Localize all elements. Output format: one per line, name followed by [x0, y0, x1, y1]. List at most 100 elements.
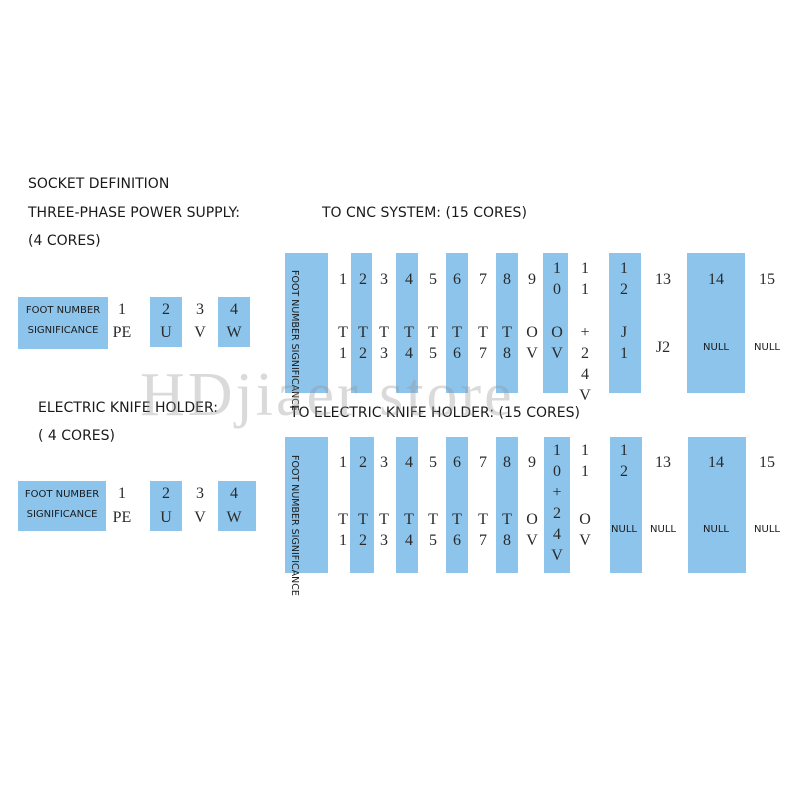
- pin-highlight: [543, 253, 568, 393]
- pin-signal: T 8: [502, 511, 512, 549]
- pin-highlight: [446, 253, 468, 393]
- pin-number: 15: [759, 271, 775, 288]
- pin-number: 13: [655, 271, 671, 288]
- pin-signal: NULL: [611, 524, 637, 535]
- pin-highlight: [396, 437, 418, 573]
- pin-number: 3: [196, 301, 204, 318]
- pin-signal: U: [160, 509, 172, 526]
- pin-highlight: [610, 437, 642, 573]
- pin-signal: T 4: [404, 324, 414, 362]
- pin-highlight: [496, 437, 518, 573]
- foot-number-significance-box: [285, 253, 328, 393]
- significance-label: SIGNIFICANCE: [27, 325, 99, 336]
- pin-signal: + 2 4 V: [579, 324, 591, 404]
- pin-highlight: [609, 253, 641, 393]
- pin-number: 1 1: [581, 260, 589, 298]
- pin-number: 8: [503, 454, 511, 471]
- pin-signal: T 7: [478, 324, 488, 362]
- pin-number: 6: [453, 271, 461, 288]
- pin-number: 4: [230, 301, 238, 318]
- pin-number: 14: [708, 454, 724, 471]
- pin-number: 1 2: [620, 442, 628, 480]
- knife-holder-heading: ELECTRIC KNIFE HOLDER:: [38, 400, 219, 416]
- power-supply-heading: THREE-PHASE POWER SUPPLY:: [28, 205, 240, 221]
- pin-highlight: [544, 437, 570, 573]
- pin-signal: T 7: [478, 511, 488, 549]
- pin-signal: NULL: [754, 342, 780, 353]
- pin-signal: O V: [551, 324, 563, 362]
- pin-number: 14: [708, 271, 724, 288]
- pin-number: 4: [405, 454, 413, 471]
- pin-number: 1: [339, 271, 347, 288]
- pin-number: 1 0: [553, 260, 561, 298]
- pin-signal: T 4: [404, 511, 414, 549]
- pin-signal: NULL: [703, 524, 729, 535]
- foot-number-label: FOOT NUMBER: [24, 489, 100, 500]
- pin-highlight: [396, 253, 418, 393]
- pin-number: 7: [479, 454, 487, 471]
- pin-highlight: [688, 437, 746, 573]
- pin-highlight: [150, 481, 182, 531]
- foot-number-label: FOOT NUMBER: [25, 305, 101, 316]
- socket-definition-heading: SOCKET DEFINITION: [28, 176, 170, 192]
- significance-label: SIGNIFICANCE: [26, 509, 98, 520]
- pin-number: 9: [528, 271, 536, 288]
- pin-signal: NULL: [703, 342, 729, 353]
- to-knife-holder-heading: TO ELECTRIC KNIFE HOLDER: (15 CORES): [290, 405, 580, 421]
- pin-highlight: [150, 297, 182, 347]
- pin-highlight: [496, 253, 518, 393]
- pin-number: 2: [359, 271, 367, 288]
- pin-signal: PE: [112, 324, 132, 341]
- pin-signal: V: [194, 324, 206, 341]
- pin-number: 1: [118, 301, 126, 318]
- pin-number: 2: [359, 454, 367, 471]
- pin-number: 1 2: [620, 260, 628, 298]
- knife-holder-cores-heading: ( 4 CORES): [38, 428, 115, 444]
- pin-signal: PE: [112, 509, 132, 526]
- pin-signal: O V: [526, 324, 538, 362]
- power-supply-cores-heading: (4 CORES): [28, 233, 101, 249]
- pin-signal: T 5: [428, 511, 438, 549]
- pin-number: 1 1: [581, 442, 589, 480]
- pin-signal: O V: [579, 511, 591, 549]
- pin-number: 3: [380, 271, 388, 288]
- pin-number: 9: [528, 454, 536, 471]
- pin-number: 6: [453, 454, 461, 471]
- pin-number: 4: [405, 271, 413, 288]
- pin-signal: T 1: [338, 511, 348, 549]
- pin-number: 4: [230, 485, 238, 502]
- pin-highlight: [351, 253, 372, 393]
- pin-number: 1: [339, 454, 347, 471]
- pin-signal: T 6: [452, 511, 462, 549]
- pin-number: 5: [429, 271, 437, 288]
- pin-highlight: [218, 481, 256, 531]
- foot-number-significance-label: FOOT NUMBER SIGNIFICANCE: [289, 455, 300, 596]
- cnc-system-heading: TO CNC SYSTEM: (15 CORES): [322, 205, 527, 221]
- pin-number: 5: [429, 454, 437, 471]
- pin-signal: NULL: [754, 524, 780, 535]
- pin-highlight: [687, 253, 745, 393]
- pin-number: 15: [759, 454, 775, 471]
- pin-signal: W: [226, 324, 242, 341]
- pin-highlight: [350, 437, 374, 573]
- pin-signal: T 3: [379, 511, 389, 549]
- foot-number-label-box: [18, 481, 106, 531]
- pin-signal: U: [160, 324, 172, 341]
- pin-signal: T 5: [428, 324, 438, 362]
- pin-signal: T 8: [502, 324, 512, 362]
- pin-signal: T 2: [358, 324, 368, 362]
- foot-number-label-box: [18, 297, 108, 349]
- pin-highlight: [446, 437, 468, 573]
- pin-signal: O V: [526, 511, 538, 549]
- pin-signal: T 6: [452, 324, 462, 362]
- pin-number: 3: [380, 454, 388, 471]
- pin-signal: T 3: [379, 324, 389, 362]
- pin-number: 3: [196, 485, 204, 502]
- pin-number: 1: [118, 485, 126, 502]
- pin-number: 7: [479, 271, 487, 288]
- pin-signal: J 1: [620, 324, 628, 362]
- pin-number: 13: [655, 454, 671, 471]
- pin-signal: W: [226, 509, 242, 526]
- pin-signal: V: [194, 509, 206, 526]
- pin-number: 2: [162, 301, 170, 318]
